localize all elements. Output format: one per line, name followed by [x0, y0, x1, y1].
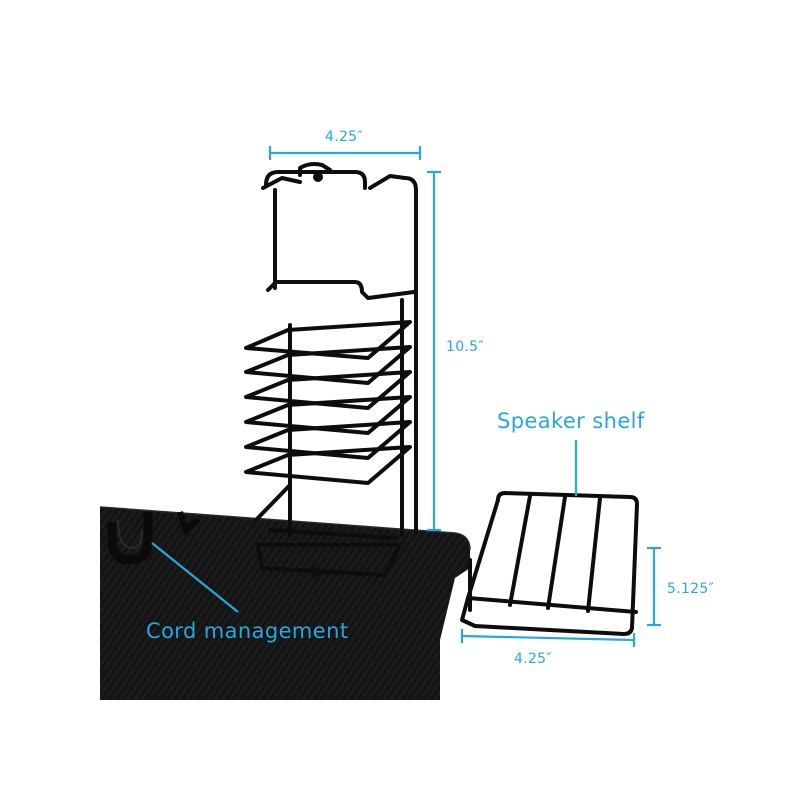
- dimension-lines: [151, 146, 661, 647]
- stand-height-label: 10.5″: [446, 339, 484, 355]
- cord-management-callout: Cord management: [146, 619, 349, 643]
- desk-surface: [99, 506, 471, 700]
- speaker-shelf-callout: Speaker shelf: [497, 409, 645, 433]
- shelf-height-label: 5.125″: [667, 581, 715, 597]
- cord-hook: [107, 511, 200, 565]
- stand-width-label: 4.25″: [325, 129, 363, 145]
- speaker-shelf: [460, 491, 639, 636]
- shelf-width-label: 4.25″: [514, 651, 552, 667]
- headphone-stand: [244, 162, 418, 577]
